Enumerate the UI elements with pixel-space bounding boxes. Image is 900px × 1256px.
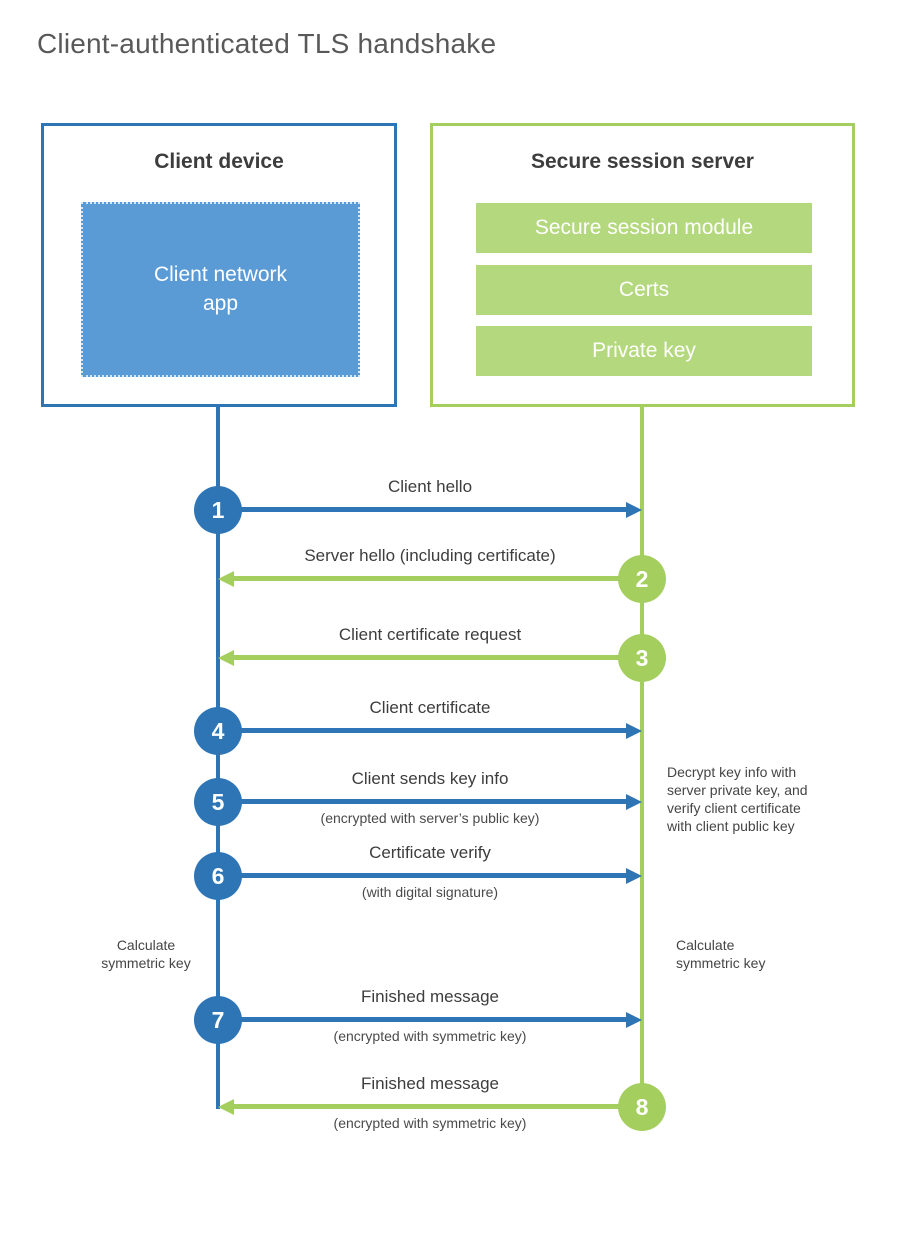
arrowhead-right-icon <box>626 1012 642 1028</box>
step-2-arrow-line <box>234 576 642 581</box>
calc-note-line: symmetric key <box>101 955 191 971</box>
step-2-label: Server hello (including certificate) <box>304 546 556 565</box>
page-title: Client-authenticated TLS handshake <box>37 28 497 59</box>
step-1-arrow-line <box>218 507 626 512</box>
calc-note-line: symmetric key <box>676 955 766 971</box>
step-7-label: Finished message <box>361 987 499 1006</box>
step-4-arrow-line <box>218 728 626 733</box>
arrowhead-left-icon <box>218 1099 234 1115</box>
step-3-badge: 3 <box>618 634 666 682</box>
step-8-badge: 8 <box>618 1083 666 1131</box>
step-7-sublabel: (encrypted with symmetric key) <box>333 1028 527 1044</box>
server-certs-bar: Certs <box>476 265 812 315</box>
decrypt-key-note-line: verify client certificate <box>667 800 801 816</box>
arrowhead-right-icon <box>626 868 642 884</box>
decrypt-key-note-line: Decrypt key info with <box>667 764 797 780</box>
step-8-label: Finished message <box>361 1074 499 1093</box>
calculate-symmetric-key-note-server: Calculate symmetric key <box>676 936 806 972</box>
arrowhead-right-icon <box>626 502 642 518</box>
step-7-badge: 7 <box>194 996 242 1044</box>
client-lifeline <box>216 407 220 1109</box>
decrypt-key-note-line: server private key, and <box>667 782 808 798</box>
client-network-app-label: Client network app <box>153 263 288 315</box>
arrowhead-right-icon <box>626 723 642 739</box>
step-8-arrow-line <box>234 1104 642 1109</box>
step-1-label: Client hello <box>387 477 473 496</box>
arrowhead-left-icon <box>218 650 234 666</box>
step-1-badge: 1 <box>194 486 242 534</box>
step-6-label: Certificate verify <box>369 843 491 862</box>
decrypt-key-note-line: with client public key <box>667 818 795 834</box>
server-module-bar: Secure session module <box>476 203 812 253</box>
step-5-label: Client sends key info <box>351 769 509 788</box>
step-2-badge: 2 <box>618 555 666 603</box>
step-7-arrow-line <box>218 1017 626 1022</box>
client-device-title: Client device <box>154 150 284 173</box>
secure-session-server-title: Secure session server <box>531 150 754 173</box>
step-6-arrow-line <box>218 873 626 878</box>
step-8-sublabel: (encrypted with symmetric key) <box>333 1115 527 1131</box>
arrowhead-left-icon <box>218 571 234 587</box>
step-3-label: Client certificate request <box>338 625 522 644</box>
decrypt-key-note: Decrypt key info with server private key… <box>667 763 842 835</box>
calc-note-line: Calculate <box>116 937 176 953</box>
step-3-arrow-line <box>234 655 642 660</box>
step-4-badge: 4 <box>194 707 242 755</box>
client-device-box: Client device Client network app <box>41 123 397 407</box>
server-lifeline <box>640 407 644 1107</box>
step-6-badge: 6 <box>194 852 242 900</box>
calculate-symmetric-key-note-client: Calculate symmetric key <box>86 936 206 972</box>
arrowhead-right-icon <box>626 794 642 810</box>
step-6-sublabel: (with digital signature) <box>361 884 499 900</box>
step-5-arrow-line <box>218 799 626 804</box>
step-4-label: Client certificate <box>369 698 491 717</box>
server-private-key-bar: Private key <box>476 326 812 376</box>
step-5-sublabel: (encrypted with server’s public key) <box>320 810 540 826</box>
calc-note-line: Calculate <box>676 937 735 953</box>
secure-session-server-box: Secure session server Secure session mod… <box>430 123 855 407</box>
client-network-app-box: Client network app <box>81 202 360 377</box>
step-5-badge: 5 <box>194 778 242 826</box>
